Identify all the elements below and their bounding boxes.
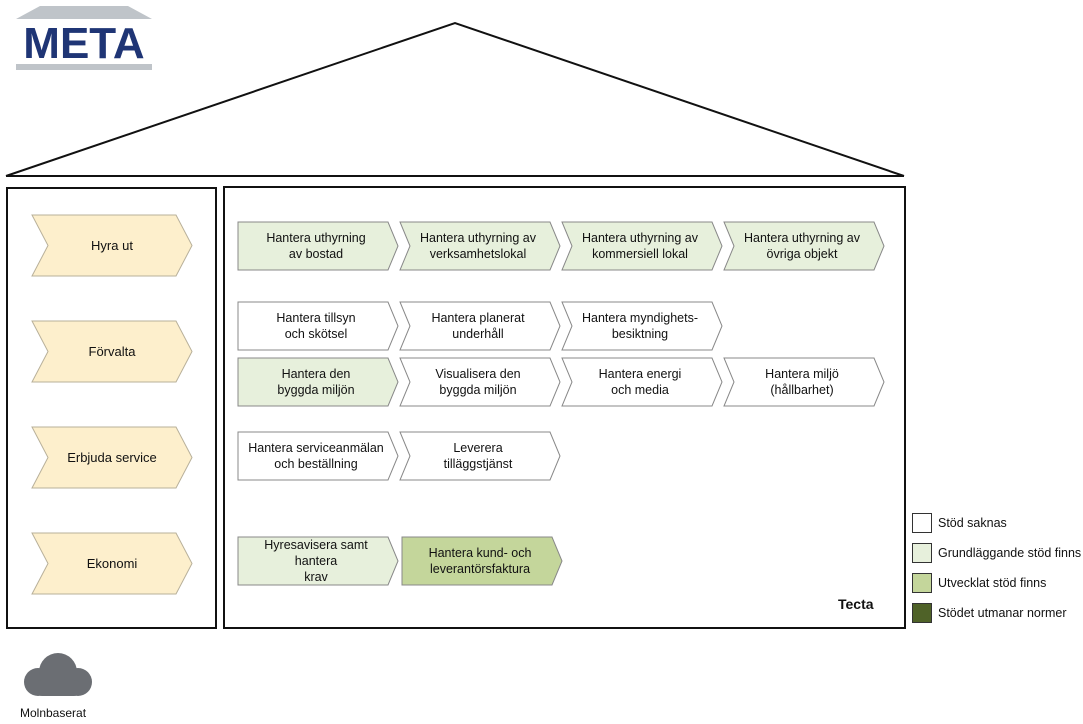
chevron-shape — [723, 357, 885, 407]
process-byggda-miljon: Hantera den byggda miljön — [237, 357, 399, 407]
legend-item: Stöd saknas — [912, 512, 1081, 534]
legend-label: Stöd saknas — [938, 516, 1007, 530]
chevron-shape — [723, 221, 885, 271]
chevron-shape — [399, 357, 561, 407]
process-label: Hantera tillsyn och skötsel — [276, 311, 356, 341]
process-tillsyn-skotsel: Hantera tillsyn och skötsel — [237, 301, 399, 351]
left-item-erbjuda-service: Erbjuda service — [31, 426, 193, 489]
legend-swatch — [912, 513, 932, 533]
system-label: Tecta — [838, 596, 874, 612]
process-label: Hantera kund- och leverantörsfaktura — [428, 546, 532, 576]
process-label: Hantera uthyrning av övriga objekt — [743, 231, 861, 261]
legend-swatch — [912, 543, 932, 563]
legend-label: Stödet utmanar normer — [938, 606, 1067, 620]
process-energi-media: Hantera energi och media — [561, 357, 723, 407]
process-label: Hantera myndighets- besiktning — [581, 311, 699, 341]
left-item-label: Hyra ut — [91, 237, 133, 253]
cloud-icon — [24, 653, 92, 696]
process-label: Visualisera den byggda miljön — [435, 367, 521, 397]
chevron-shape — [237, 536, 399, 586]
chevron-shape — [31, 532, 193, 595]
chevron-shape — [561, 301, 723, 351]
left-item-forvalta: Förvalta — [31, 320, 193, 383]
chevron-shape — [399, 221, 561, 271]
legend-item: Stödet utmanar normer — [912, 602, 1081, 624]
process-label: Hyresavisera samt hantera krav — [264, 538, 368, 584]
process-label: Hantera den byggda miljön — [277, 367, 355, 397]
chevron-shape — [237, 357, 399, 407]
process-label: Hantera uthyrning av bostad — [266, 231, 366, 261]
process-serviceanmalan-bestallning: Hantera serviceanmälan och beställning — [237, 431, 399, 481]
process-hyresavisera-krav: Hyresavisera samt hantera krav — [237, 536, 399, 586]
legend-label: Utvecklat stöd finns — [938, 576, 1047, 590]
process-planerat-underhall: Hantera planerat underhåll — [399, 301, 561, 351]
process-uthyrning-verksamhetslokal: Hantera uthyrning av verksamhetslokal — [399, 221, 561, 271]
legend-item: Grundläggande stöd finns — [912, 542, 1081, 564]
left-item-hyra-ut: Hyra ut — [31, 214, 193, 277]
chevron-shape — [401, 536, 563, 586]
meta-logo: META — [16, 6, 152, 70]
logo-text: META — [23, 19, 144, 68]
process-myndighetsbesiktning: Hantera myndighets- besiktning — [561, 301, 723, 351]
left-item-label: Förvalta — [88, 343, 136, 359]
chevron-shape — [399, 431, 561, 481]
process-visualisera-byggda-miljon: Visualisera den byggda miljön — [399, 357, 561, 407]
process-uthyrning-bostad: Hantera uthyrning av bostad — [237, 221, 399, 271]
process-label: Hantera uthyrning av kommersiell lokal — [581, 231, 699, 261]
process-label: Hantera serviceanmälan och beställning — [248, 441, 384, 471]
process-label: Hantera energi och media — [598, 367, 682, 397]
chevron-shape — [31, 426, 193, 489]
process-label: Hantera planerat underhåll — [431, 311, 525, 341]
process-leverera-tillaggstjanst: Leverera tilläggstjänst — [399, 431, 561, 481]
chevron-shape — [31, 214, 193, 277]
legend-swatch — [912, 573, 932, 593]
process-uthyrning-ovriga-objekt: Hantera uthyrning av övriga objekt — [723, 221, 885, 271]
left-item-label: Erbjuda service — [67, 449, 157, 465]
left-item-ekonomi: Ekonomi — [31, 532, 193, 595]
legend-item: Utvecklat stöd finns — [912, 572, 1081, 594]
process-miljo-hallbarhet: Hantera miljö (hållbarhet) — [723, 357, 885, 407]
chevron-shape — [31, 320, 193, 383]
chevron-shape — [561, 221, 723, 271]
chevron-shape — [399, 301, 561, 351]
process-label: Hantera uthyrning av verksamhetslokal — [419, 231, 537, 261]
cloud-label: Molnbaserat — [20, 706, 87, 720]
legend: Stöd saknas Grundläggande stöd finns Utv… — [912, 512, 1081, 632]
chevron-shape — [237, 301, 399, 351]
legend-swatch — [912, 603, 932, 623]
left-item-label: Ekonomi — [86, 555, 138, 571]
chevron-shape — [237, 431, 399, 481]
process-label: Leverera tilläggstjänst — [443, 441, 513, 471]
process-kund-leverantorsfaktura: Hantera kund- och leverantörsfaktura — [401, 536, 563, 586]
process-uthyrning-kommersiell-lokal: Hantera uthyrning av kommersiell lokal — [561, 221, 723, 271]
legend-label: Grundläggande stöd finns — [938, 546, 1082, 560]
house-roof — [5, 21, 905, 177]
chevron-shape — [561, 357, 723, 407]
chevron-shape — [237, 221, 399, 271]
process-label: Hantera miljö (hållbarhet) — [765, 367, 839, 397]
